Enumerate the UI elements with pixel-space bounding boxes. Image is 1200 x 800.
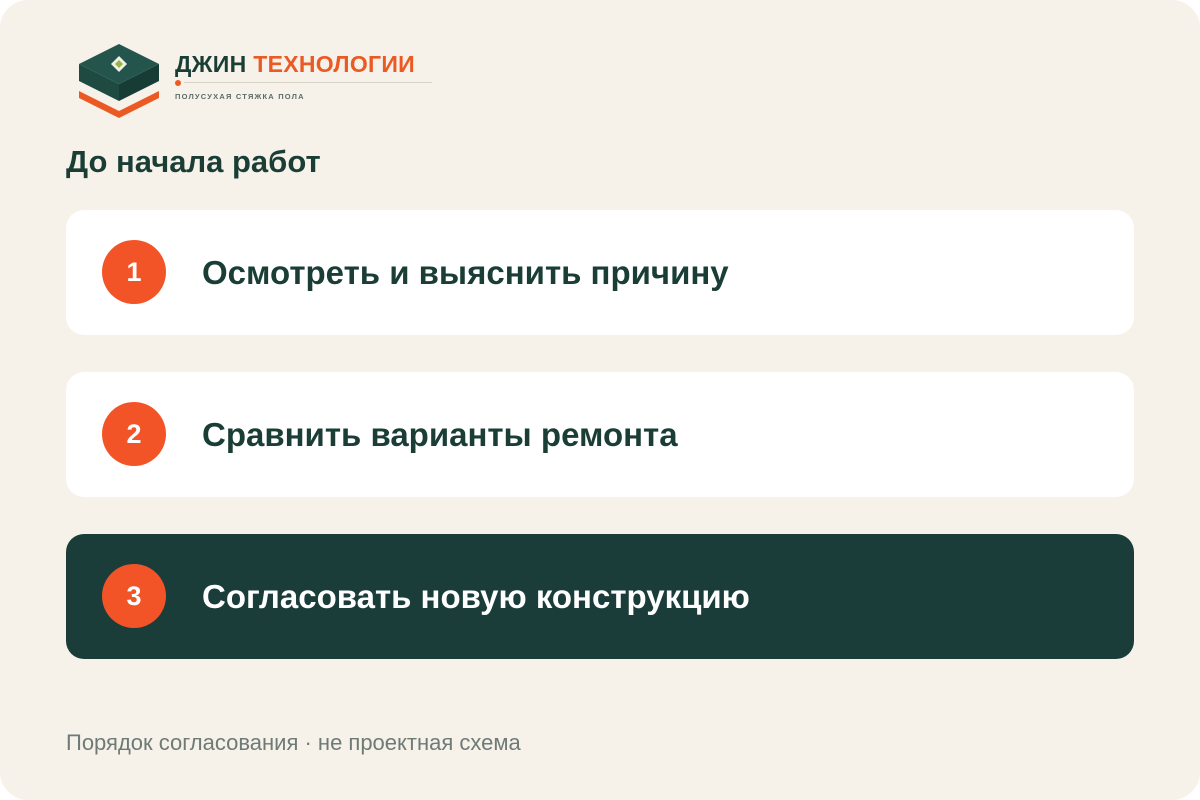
brand-name: ДЖИН ТЕХНОЛОГИИ <box>175 51 415 78</box>
brand-divider <box>184 82 432 83</box>
layered-block-logo-icon <box>79 44 159 118</box>
step-label: Согласовать новую конструкцию <box>202 578 750 615</box>
brand-name-part1: ДЖИН <box>175 51 247 77</box>
step-number-badge: 2 <box>102 402 166 466</box>
step-number-badge: 3 <box>102 564 166 628</box>
step-label: Осмотреть и выяснить причину <box>202 254 729 291</box>
step-label: Сравнить варианты ремонта <box>202 416 678 453</box>
footer-note: Порядок согласования · не проектная схем… <box>66 730 521 755</box>
step-number-badge: 1 <box>102 240 166 304</box>
step-card-3-highlighted: 3 Согласовать новую конструкцию <box>66 534 1134 659</box>
brand-name-part2: ТЕХНОЛОГИИ <box>253 51 416 77</box>
page-title: До начала работ <box>66 144 321 179</box>
step-card-2: 2 Сравнить варианты ремонта <box>66 372 1134 497</box>
brand-logo: ДЖИН ТЕХНОЛОГИИ ПОЛУСУХАЯ СТЯЖКА ПОЛА <box>76 40 436 120</box>
step-card-1: 1 Осмотреть и выяснить причину <box>66 210 1134 335</box>
brand-accent-dot <box>175 80 181 86</box>
brand-tagline: ПОЛУСУХАЯ СТЯЖКА ПОЛА <box>175 92 305 101</box>
